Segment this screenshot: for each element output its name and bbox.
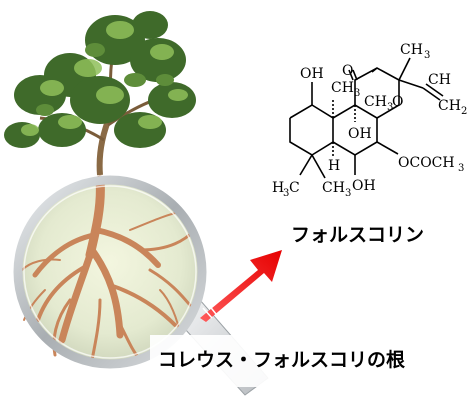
label-ch3-bottom: CH [322, 180, 345, 196]
chemical-structure [289, 57, 444, 179]
label-oh-center: OH [348, 126, 372, 142]
chemical-labels: OH O CH 3 CH 3 CH 3 O CH CH 2 OH H H 3 C… [272, 42, 467, 199]
magnifier-lens [13, 175, 207, 369]
label-ch3-top-right: CH [400, 42, 423, 58]
caption-background [150, 335, 440, 387]
label-o-pyran: O [392, 94, 403, 110]
label-vinyl-ch2: CH [438, 98, 461, 114]
label-ch3-bottom-sub: 3 [345, 188, 351, 199]
label-ch3-top-right-sub: 3 [424, 50, 430, 61]
label-vinyl-sub: 2 [461, 106, 467, 117]
label-ococh3: OCOCH [398, 155, 455, 171]
compound-name: フォルスコリン [291, 224, 425, 246]
label-ch3-mid: CH [364, 94, 387, 110]
label-o-ketone: O [342, 63, 353, 79]
label-h: H [328, 158, 340, 174]
label-vinyl-ch: CH [428, 72, 451, 88]
label-oh-top: OH [300, 66, 324, 82]
label-ococh3-sub: 3 [458, 163, 464, 174]
plant-caption: コレウス・フォルスコリの根 [158, 349, 406, 371]
label-h3c-c: C [289, 180, 300, 196]
label-ch3-mid-sub: 3 [387, 102, 393, 113]
label-h3c-sub: 3 [283, 188, 289, 199]
red-arrow-icon [200, 250, 282, 322]
plant-foliage [4, 11, 196, 176]
roots-illustration [21, 175, 197, 362]
label-h3c-h: H [272, 180, 284, 196]
label-ch3-ring-sub: 3 [354, 88, 360, 99]
label-oh-bottom: OH [352, 178, 376, 194]
label-ch3-ring: CH [331, 80, 354, 96]
